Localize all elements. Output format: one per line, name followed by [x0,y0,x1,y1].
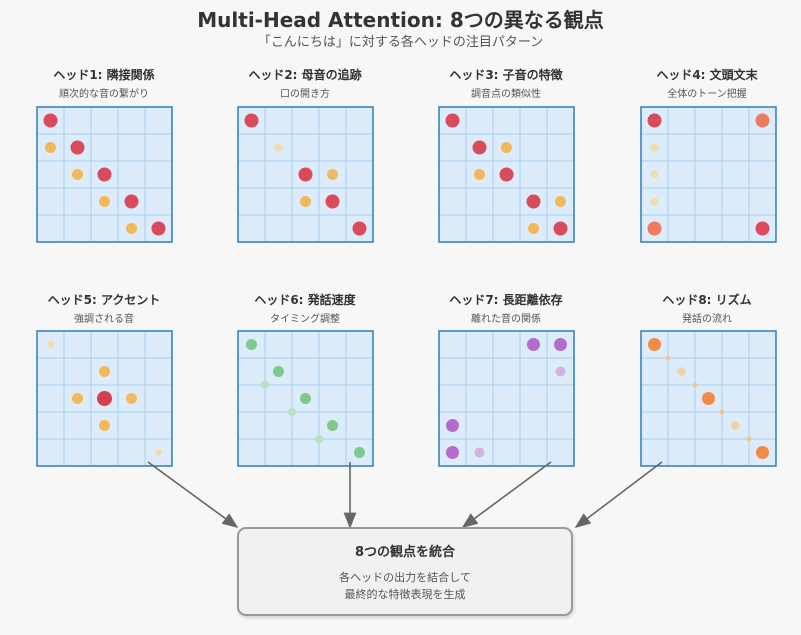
head-3-attention-dot [445,113,460,128]
head-2-attention-dot [274,143,283,152]
head-2-attention-dot [244,113,259,128]
head-7-attention-dot [446,419,459,432]
head-3-attention-dot [499,167,514,182]
head-8-attention-dot [648,338,661,351]
head-3-grid-border [438,106,575,243]
head-7-description: 離れた音の関係 [471,314,541,325]
page-subtitle: 「こんにちは」に対する各ヘッドの注目パターン [257,35,544,50]
head-1-attention-dot [43,113,58,128]
head-1-description: 順次的な音の繋がり [59,89,149,100]
head-4-attention-dot [647,113,662,128]
integration-title: 8つの観点を統合 [354,545,456,560]
integration-line-2: 最終的な特徴表現を生成 [344,588,466,601]
head-8-rhythm-tick [665,355,671,361]
head-6-attention-dot [315,435,323,443]
head-6-attention-dot [288,408,296,416]
head-3-attention-dot [553,221,568,236]
head-4-description: 全体のトーン把握 [667,89,747,100]
head-3-description: 調音点の類似性 [471,89,541,100]
head-8-rhythm-tick [746,436,752,442]
head-4-attention-dot [755,113,770,128]
head-4-attention-dot [650,143,659,152]
head-5-grid-border [36,330,173,467]
head-3-attention-dot [472,140,487,155]
head-1-attention-dot [99,196,110,207]
head-8-rhythm-tick [692,382,698,388]
head-1-attention-dot [70,140,85,155]
head-7-attention-dot [474,447,485,458]
head-4-title: ヘッド4: 文頭文末 [656,68,758,82]
head-4-grid-border [640,106,777,243]
head-5-attention-dot [97,391,112,406]
head-1-attention-dot [97,167,112,182]
head-6-attention-dot [246,339,257,350]
head-8-attention-dot [756,446,769,459]
head-2-attention-dot [300,196,311,207]
head-5-title: ヘッド5: アクセント [47,293,161,307]
integration-box: 8つの観点を統合 各ヘッドの出力を結合して 最終的な特徴表現を生成 [237,527,573,616]
head-3-attention-dot [474,169,485,180]
head-7-attention-dot [446,446,459,459]
head-4-attention-dot [650,170,659,179]
head-1-attention-dot [72,169,83,180]
integration-arrow-1 [147,461,239,528]
head-6-attention-dot [261,381,269,389]
head-5-attention-dot [72,393,83,404]
head-8-attention-dot [731,421,740,430]
head-3-title: ヘッド3: 子音の特徴 [449,68,563,82]
head-2-title: ヘッド2: 母音の追跡 [248,68,362,82]
head-2-attention-dot [298,167,313,182]
head-5-attention-dot [47,341,54,348]
head-8-grid-border [640,330,777,467]
head-1-attention-dot [45,142,56,153]
head-5-attention-dot [126,393,137,404]
head-1-grid-border [36,106,173,243]
head-7-attention-dot [527,338,540,351]
head-4-attention-dot [650,197,659,206]
head-6-attention-dot [354,447,365,458]
head-5-attention-dot [99,420,110,431]
head-5-attention-dot [155,449,162,456]
head-2-attention-dot [325,194,340,209]
head-3-attention-dot [501,142,512,153]
integration-arrow-4 [574,461,663,528]
head-7-grid-border [438,330,575,467]
head-6-title: ヘッド6: 発話速度 [254,293,356,307]
head-6-grid-border [237,330,374,467]
head-3-attention-dot [526,194,541,209]
head-6-description: タイミング調整 [270,314,340,325]
head-2-grid-border [237,106,374,243]
head-5-attention-dot [99,366,110,377]
head-8-title: ヘッド8: リズム [662,293,752,307]
head-1-attention-dot [151,221,166,236]
head-8-rhythm-tick [719,409,725,415]
head-1-attention-dot [124,194,139,209]
head-4-attention-dot [755,221,770,236]
integration-line-1: 各ヘッドの出力を結合して [339,571,471,584]
head-8-attention-dot [677,367,686,376]
head-3-attention-dot [555,196,566,207]
head-4-attention-dot [647,221,662,236]
head-6-attention-dot [300,393,311,404]
head-5-description: 強調される音 [74,314,134,325]
head-7-grid-bg [439,331,574,466]
head-6-attention-dot [327,420,338,431]
head-1-attention-dot [126,223,137,234]
head-7-attention-dot [554,338,567,351]
head-4-grid-bg [641,107,776,242]
head-8-description: 発話の流れ [682,314,732,325]
head-7-attention-dot [555,366,566,377]
head-2-attention-dot [327,169,338,180]
head-1-title: ヘッド1: 隣接関係 [53,68,155,82]
head-8-attention-dot [702,392,715,405]
integration-arrow-3 [461,461,552,528]
head-6-attention-dot [273,366,284,377]
head-3-attention-dot [528,223,539,234]
head-2-attention-dot [352,221,367,236]
head-7-title: ヘッド7: 長距離依存 [449,293,563,307]
page-title: Multi-Head Attention: 8つの異なる観点 [197,8,604,32]
head-2-description: 口の開き方 [280,89,330,100]
